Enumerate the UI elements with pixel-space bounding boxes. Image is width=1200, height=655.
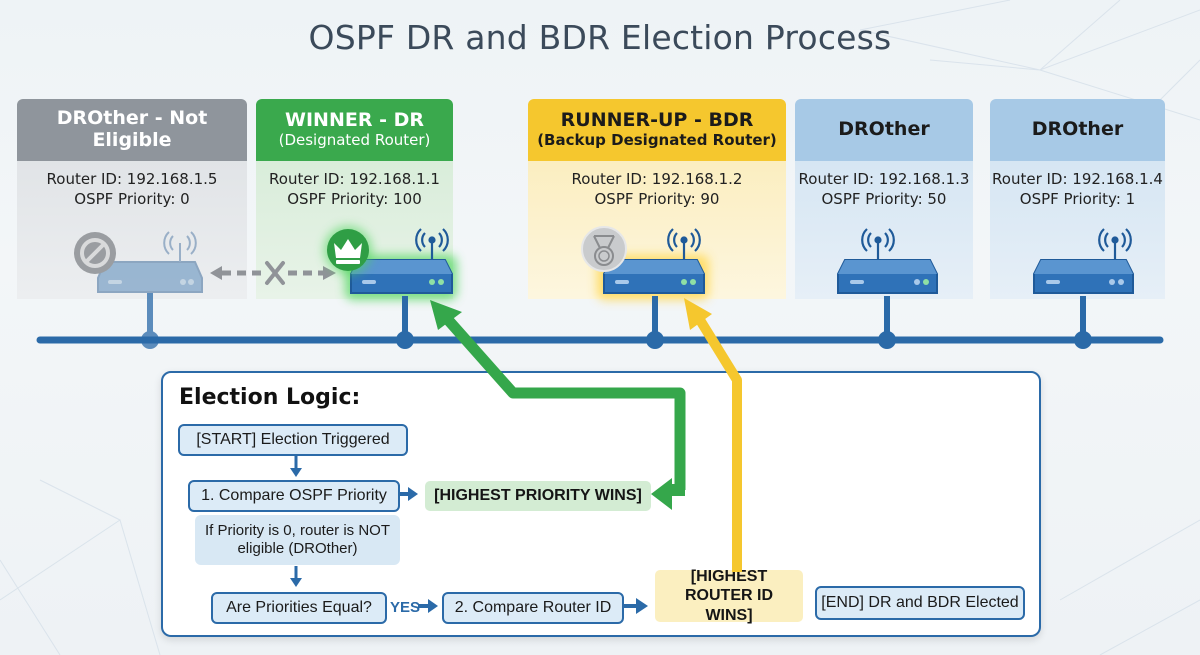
prohibited-icon	[74, 232, 116, 274]
router-role-subtitle: (Designated Router)	[278, 131, 431, 150]
router-role-subtitle: (Backup Designated Router)	[537, 131, 777, 150]
antenna-icon	[861, 228, 895, 260]
flow-decision-equal: Are Priorities Equal?	[211, 592, 387, 624]
election-logic-title: Election Logic:	[179, 385, 361, 410]
router-drother	[837, 228, 938, 349]
antenna-icon	[667, 228, 701, 260]
router-id: Router ID: 192.168.1.2	[571, 170, 743, 188]
router-id: Router ID: 192.168.1.4	[992, 170, 1163, 188]
router-bdr	[597, 228, 709, 349]
router-not-eligible	[97, 231, 203, 349]
x-icon	[265, 261, 285, 285]
election-logic-panel: Election Logic: [START] Election Trigger…	[161, 371, 1041, 637]
router-card-bdr: RUNNER-UP - BDR (Backup Designated Route…	[528, 99, 786, 299]
ospf-priority: OSPF Priority: 0	[74, 190, 190, 209]
card-header: DROther	[990, 99, 1165, 161]
card-header: WINNER - DR (Designated Router)	[256, 99, 453, 161]
ospf-priority: OSPF Priority: 50	[821, 190, 947, 209]
router-drother	[1033, 228, 1134, 349]
flow-start: [START] Election Triggered	[178, 424, 408, 456]
router-id: Router ID: 192.168.1.5	[46, 170, 218, 188]
medal-icon	[581, 226, 627, 272]
router-role: DROther - Not Eligible	[56, 107, 208, 151]
flow-note-priority-zero: If Priority is 0, router is NOT eligible…	[195, 515, 400, 565]
card-header: RUNNER-UP - BDR (Backup Designated Route…	[528, 99, 786, 161]
flow-end: [END] DR and BDR Elected	[815, 586, 1025, 620]
card-header: DROther	[795, 99, 973, 161]
card-header: DROther - Not Eligible	[17, 99, 247, 161]
ospf-priority: OSPF Priority: 1	[1019, 190, 1136, 209]
antenna-icon	[163, 231, 197, 262]
router-id: Router ID: 192.168.1.3	[798, 170, 970, 188]
router-dr	[345, 228, 457, 349]
antenna-icon	[415, 228, 449, 260]
ospf-priority: OSPF Priority: 100	[287, 190, 422, 209]
flow-step-compare-router-id: 2. Compare Router ID	[442, 592, 624, 624]
crown-icon	[324, 226, 372, 274]
ospf-priority: OSPF Priority: 90	[594, 190, 720, 209]
router-role: RUNNER-UP - BDR	[560, 109, 754, 132]
blocked-link	[210, 261, 336, 285]
router-role: WINNER - DR	[285, 109, 424, 132]
antenna-icon	[1098, 228, 1132, 260]
flow-step-compare-priority: 1. Compare OSPF Priority	[188, 480, 400, 512]
router-id: Router ID: 192.168.1.1	[269, 170, 440, 188]
yes-label: YES	[390, 599, 421, 616]
router-role: DROther	[1031, 118, 1124, 141]
page-title: OSPF DR and BDR Election Process	[308, 18, 892, 57]
router-role: DROther	[838, 118, 930, 141]
result-highest-priority: [HIGHEST PRIORITY WINS]	[425, 481, 651, 511]
result-highest-router-id: [HIGHEST ROUTER ID WINS]	[655, 568, 803, 624]
